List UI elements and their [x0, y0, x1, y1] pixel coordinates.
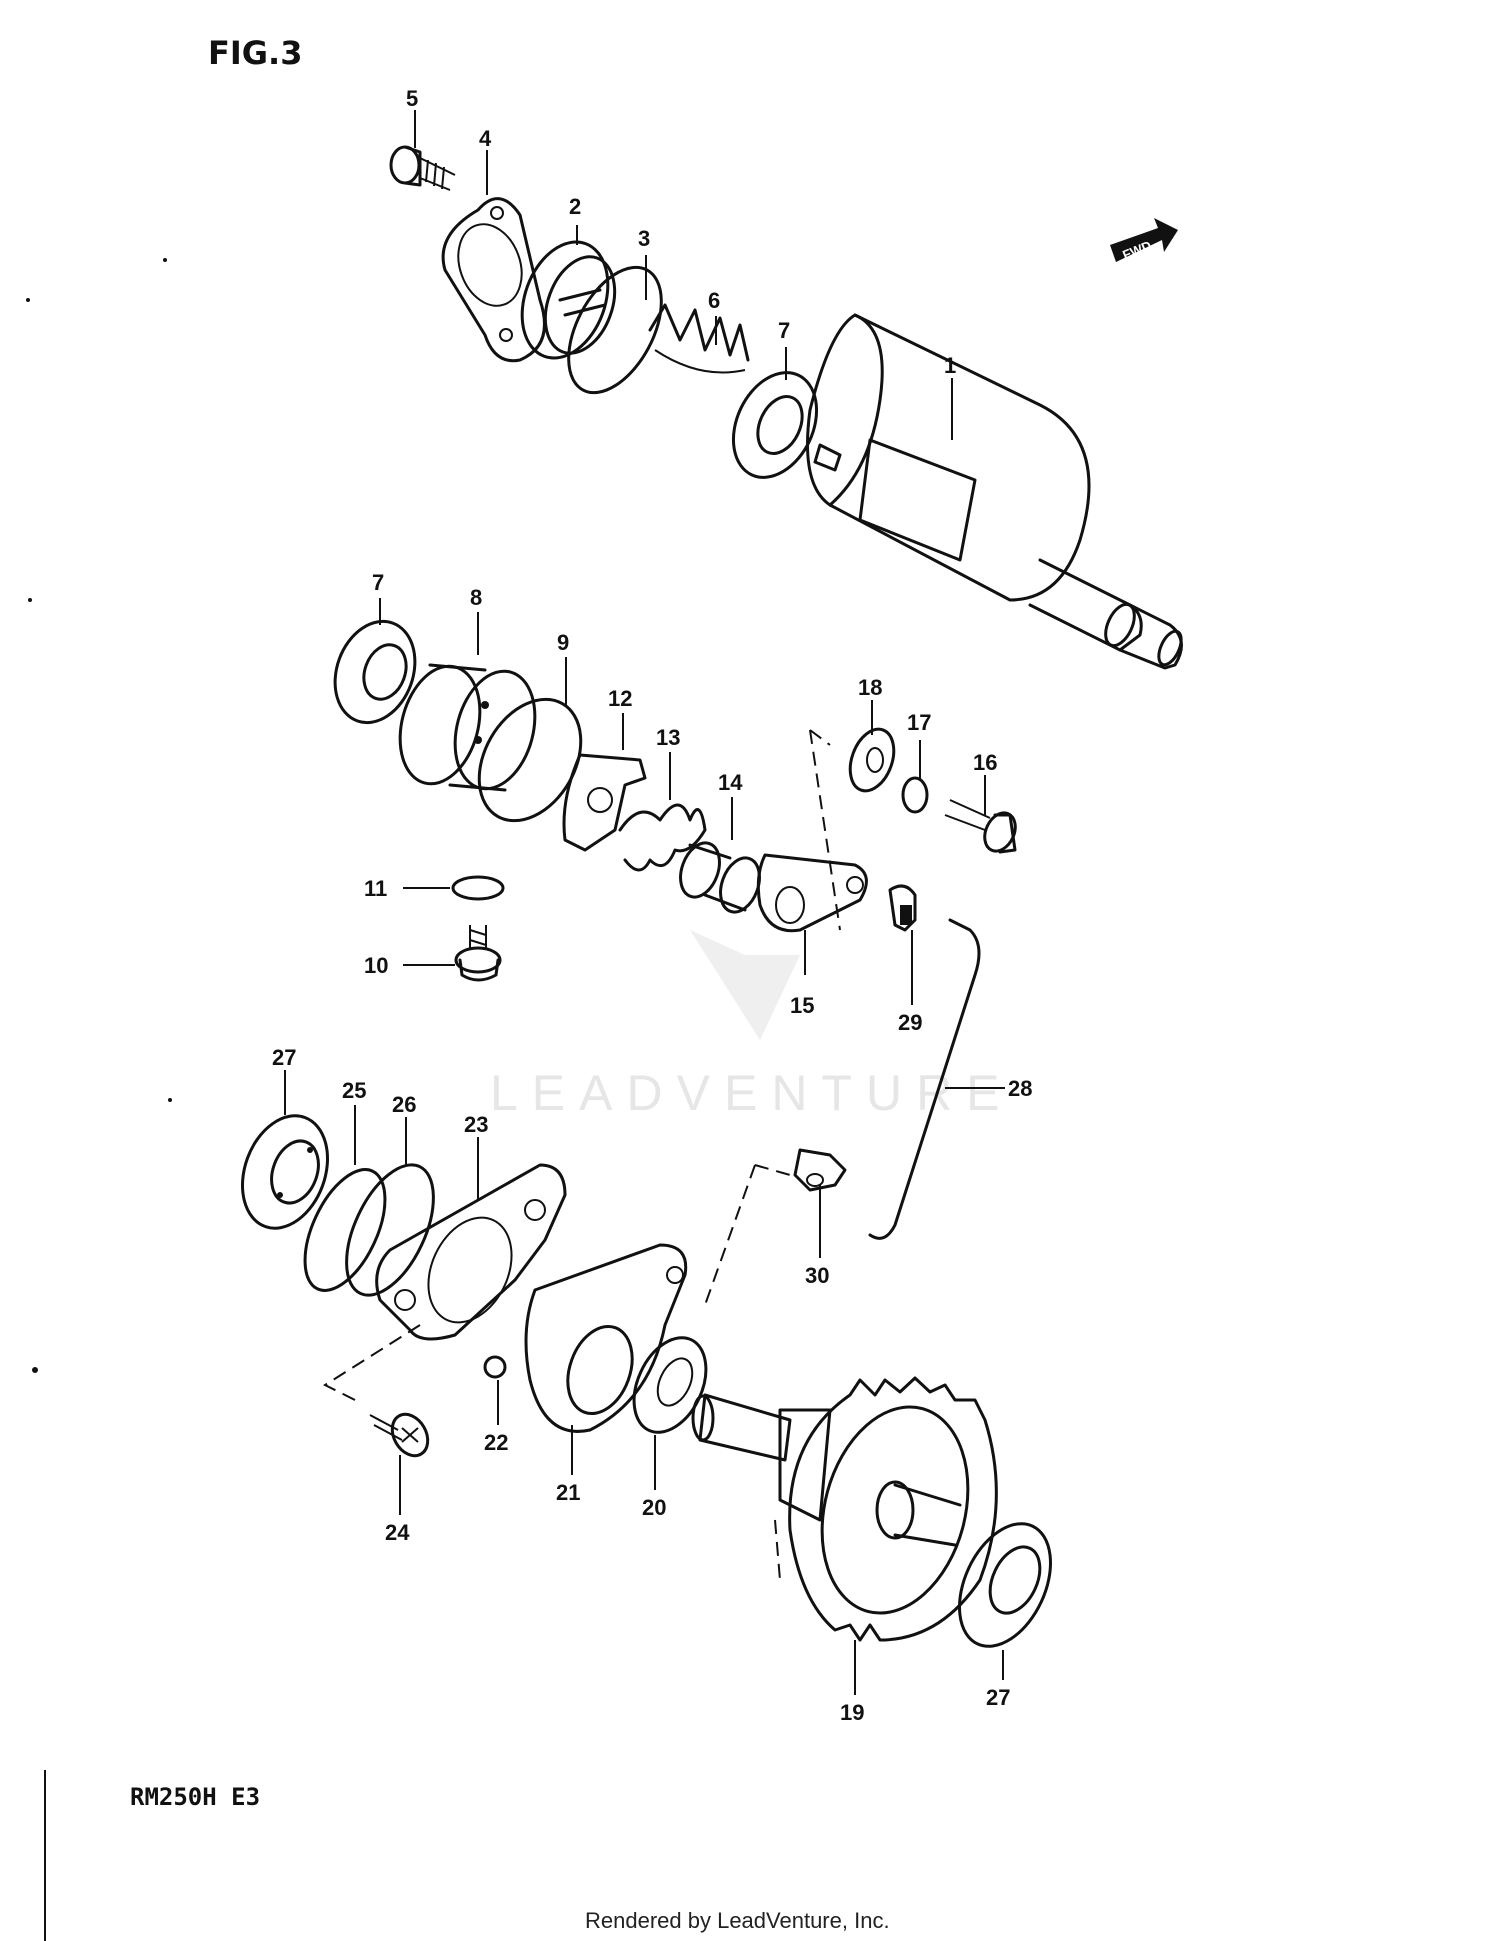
callout-17: 17 [907, 710, 931, 735]
callout-29: 29 [898, 1010, 922, 1035]
part-28-rod [868, 918, 981, 1240]
callout-14: 14 [718, 770, 743, 795]
callout-8: 8 [470, 585, 482, 610]
callout-7-middle: 7 [372, 570, 384, 595]
scan-margin-marks [26, 258, 172, 1941]
part-13-spring [618, 803, 707, 872]
callout-18: 18 [858, 675, 882, 700]
part-12-stopper [562, 753, 647, 852]
part-11-washer [451, 875, 505, 901]
assembly-line-gear [774, 1519, 781, 1581]
part-7-bearing-upper [731, 371, 819, 479]
callout-4: 4 [479, 126, 492, 151]
callout-6: 6 [708, 288, 720, 313]
part-27-bearing-left [240, 1114, 330, 1230]
callout-23: 23 [464, 1112, 488, 1137]
callout-19: 19 [840, 1700, 864, 1725]
callout-24: 24 [385, 1520, 410, 1545]
part-21-holder [524, 1243, 688, 1433]
leader-lines [284, 110, 1005, 1695]
fwd-arrow-icon: FWD [1110, 218, 1178, 263]
watermark-text: LEADVENTURE [490, 1065, 1014, 1121]
callout-16: 16 [973, 750, 997, 775]
part-1-drum [806, 313, 1183, 670]
callout-20: 20 [642, 1495, 666, 1520]
part-23-plate [375, 1163, 567, 1341]
part-18-washer [848, 727, 896, 793]
callout-21: 21 [556, 1480, 580, 1505]
part-27-bearing-right [958, 1522, 1052, 1648]
part-22-ball [483, 1355, 507, 1379]
part-17-washer [901, 776, 929, 814]
part-26-o-ring [345, 1163, 435, 1297]
assembly-line-clamp [704, 1164, 791, 1306]
callout-30: 30 [805, 1263, 829, 1288]
part-25-circlip [303, 1168, 387, 1292]
callout-5: 5 [406, 86, 418, 111]
callout-9: 9 [557, 630, 569, 655]
callout-22: 22 [484, 1430, 508, 1455]
callout-28: 28 [1008, 1076, 1032, 1101]
assembly-line-lever [809, 729, 841, 931]
watermark-logo-icon [690, 930, 800, 1040]
callout-labels: 5 4 2 3 6 7 1 7 8 9 12 13 14 15 16 17 18… [272, 86, 1032, 1725]
part-20-washer [632, 1336, 708, 1434]
part-6-spring [648, 303, 750, 374]
callout-10: 10 [364, 953, 388, 978]
part-29-clamp [888, 884, 917, 932]
callout-25: 25 [342, 1078, 366, 1103]
part-14-guide [679, 841, 761, 914]
assembly-line-screw [322, 1324, 421, 1401]
callout-2: 2 [569, 194, 581, 219]
callout-27-left: 27 [272, 1045, 296, 1070]
part-10-screw [454, 925, 502, 982]
part-4-gasket [441, 197, 546, 363]
part-2-housing [520, 240, 617, 360]
callout-11: 11 [364, 876, 387, 901]
figure-title: FIG.3 [208, 34, 302, 72]
callout-15: 15 [790, 993, 814, 1018]
part-3-o-ring [567, 265, 663, 395]
part-16-bolt [944, 799, 1017, 854]
part-15-lever [756, 853, 868, 933]
callout-3: 3 [638, 226, 650, 251]
callout-12: 12 [608, 686, 632, 711]
watermark: LEADVENTURE [490, 930, 1014, 1121]
part-19-gear-shaft [691, 1376, 998, 1642]
callout-27-right: 27 [986, 1685, 1010, 1710]
callout-7-upper: 7 [778, 318, 790, 343]
part-5-bolt [389, 145, 456, 191]
callout-1: 1 [944, 353, 956, 378]
part-30-clamp [793, 1148, 847, 1192]
part-24-screw [369, 1412, 430, 1458]
model-code: RM250H E3 [130, 1783, 260, 1811]
part-7-bearing-middle [333, 619, 417, 725]
part-8-sleeve [398, 663, 537, 792]
footer-credit: Rendered by LeadVenture, Inc. [585, 1908, 890, 1933]
callout-13: 13 [656, 725, 680, 750]
callout-26: 26 [392, 1092, 416, 1117]
